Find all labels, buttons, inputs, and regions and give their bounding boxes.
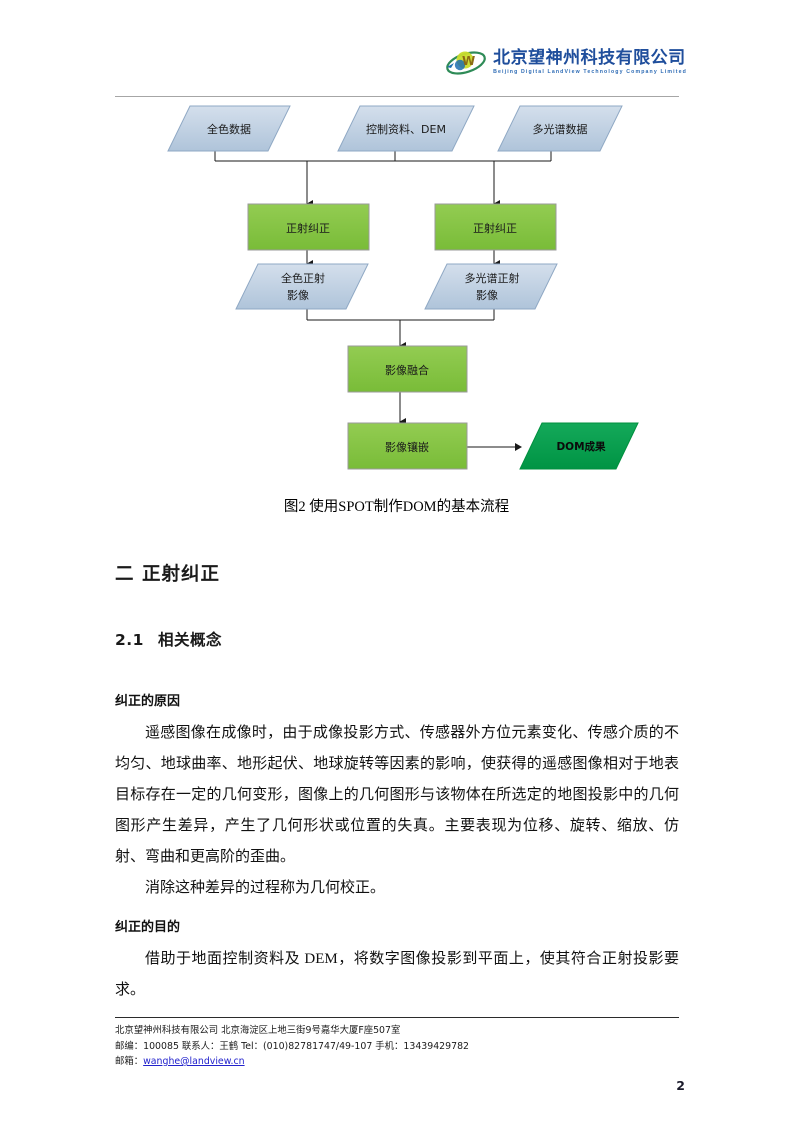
- node-pan-data: 全色数据: [167, 105, 291, 152]
- flow-connectors: [214, 151, 552, 451]
- section-heading-2: 2.1 相关概念: [115, 628, 679, 650]
- node-ortho-right-label: 正射纠正: [473, 221, 517, 235]
- node-ms-ortho-image: 多光谱正射 影像: [424, 263, 558, 310]
- node-fusion: 影像融合: [347, 345, 468, 393]
- node-mosaic-label: 影像镶嵌: [385, 440, 429, 454]
- node-fusion-label: 影像融合: [385, 363, 429, 377]
- footer-contact: 邮编：100085 联系人：王鹤 Tel：(010)82781747/49‐10…: [115, 1040, 470, 1052]
- svg-text:W: W: [462, 54, 475, 68]
- page-header: W 北京望神州科技有限公司 Beijing Digital LandView T…: [0, 0, 793, 100]
- footer-address: 北京望神州科技有限公司 北京海淀区上地三街9号嘉华大厦F座507室: [115, 1025, 401, 1036]
- page-footer: 北京望神州科技有限公司 北京海淀区上地三街9号嘉华大厦F座507室 邮编：100…: [115, 1023, 715, 1070]
- paragraph-correction-def: 消除这种差异的过程称为几何校正。: [145, 880, 386, 896]
- header-divider: [115, 96, 679, 97]
- node-control-dem-label: 控制资料、DEM: [366, 122, 446, 136]
- company-name-cn: 北京望神州科技有限公司: [493, 48, 686, 69]
- company-logo: W 北京望神州科技有限公司 Beijing Digital LandView T…: [445, 46, 687, 80]
- node-pan-data-label: 全色数据: [207, 122, 251, 136]
- node-mosaic: 影像镶嵌: [347, 422, 468, 470]
- node-multispectral-data: 多光谱数据: [497, 105, 623, 152]
- node-ortho-right: 正射纠正: [434, 203, 557, 251]
- node-multispectral-data-label: 多光谱数据: [533, 122, 588, 136]
- flowchart-figure: 全色数据 控制资料、DEM 多光谱数据 正射纠正 正射纠正: [0, 100, 793, 480]
- footer-divider: [115, 1017, 679, 1018]
- footer-email-label: 邮箱：: [115, 1056, 144, 1067]
- node-ortho-left: 正射纠正: [247, 203, 370, 251]
- section-heading-2-text: 相关概念: [157, 631, 222, 649]
- node-pan-ortho-image-label-2: 影像: [287, 289, 309, 302]
- node-pan-ortho-image: 全色正射 影像: [235, 263, 369, 310]
- node-ms-ortho-image-label-1: 多光谱正射: [465, 271, 520, 285]
- node-dom-result-label: DOM成果: [556, 440, 606, 453]
- node-control-dem: 控制资料、DEM: [337, 105, 475, 152]
- paragraph-purpose: 借助于地面控制资料及 DEM，将数字图像投影到平面上，使其符合正射投影要求。: [115, 951, 679, 998]
- footer-email-link[interactable]: wanghe@landview.cn: [143, 1056, 245, 1067]
- section-heading-1: 二 正射纠正: [115, 564, 220, 585]
- figure-caption: 图2 使用SPOT制作DOM的基本流程: [283, 499, 510, 515]
- page-number: 2: [676, 1078, 685, 1093]
- node-pan-ortho-image-label-1: 全色正射: [281, 271, 325, 285]
- subheading-purpose: 纠正的目的: [115, 920, 181, 935]
- paragraph-reason: 遥感图像在成像时，由于成像投影方式、传感器外方位元素变化、传感介质的不均匀、地球…: [115, 725, 679, 865]
- node-dom-result: DOM成果: [519, 422, 639, 470]
- subheading-reason: 纠正的原因: [115, 694, 181, 709]
- section-heading-2-number: 2.1: [115, 631, 144, 649]
- company-name-en: Beijing Digital LandView Technology Comp…: [493, 69, 687, 76]
- node-ms-ortho-image-label-2: 影像: [476, 289, 498, 302]
- swoosh-globe-logo-icon: W: [445, 46, 487, 80]
- node-ortho-left-label: 正射纠正: [286, 221, 330, 235]
- document-body: 二 正射纠正 2.1 相关概念 纠正的原因 遥感图像在成像时，由于成像投影方式、传…: [115, 560, 679, 1006]
- footer-email-line: 邮箱：wanghe@landview.cn: [115, 1054, 715, 1070]
